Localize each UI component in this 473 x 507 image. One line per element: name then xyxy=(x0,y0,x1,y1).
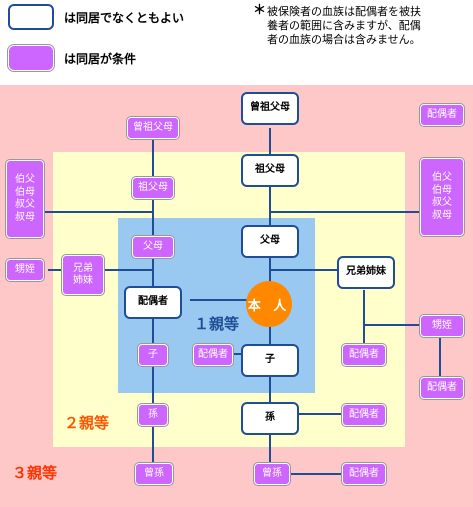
spouse-great-grandchild-node: 曾孫 xyxy=(134,462,174,486)
self-node: 本 人 xyxy=(246,281,292,327)
great-grandchild-spouse-node: 配偶者 xyxy=(341,462,387,486)
note-line-2: 養者の範囲に含みますが、配偶 xyxy=(267,19,421,32)
grandchild-spouse-node: 配偶者 xyxy=(341,403,387,427)
uncle-left-4: 叔母 xyxy=(15,211,35,223)
legend-purple-label: は同居が条件 xyxy=(64,52,137,66)
uncle-right-4: 叔母 xyxy=(432,209,452,221)
great-grandchild-node: 曾孫 xyxy=(253,462,291,486)
note-line-3: 者の血族の場合は含みません。 xyxy=(267,33,421,46)
spouse-child-node: 子 xyxy=(137,343,169,367)
third-degree-label: ３親等 xyxy=(12,464,58,482)
second-degree-label: ２親等 xyxy=(64,414,110,432)
spouse-siblings-line-2: 姉妹 xyxy=(73,275,93,286)
first-degree-label: １親等 xyxy=(194,315,240,333)
note-line-1: 被保険者の血族は配偶者を被扶 xyxy=(267,5,421,18)
nephews-right-node: 甥姪 xyxy=(419,314,465,338)
uncle-left-3: 叔父 xyxy=(15,199,35,210)
great-grandparents-node: 曾祖父母 xyxy=(241,92,299,125)
spouse-grandparents-node: 祖父母 xyxy=(131,176,175,200)
spouse-siblings-line-1: 兄弟 xyxy=(73,262,93,274)
spouse-grandchild-node: 孫 xyxy=(137,403,169,427)
grandparents-node: 祖父母 xyxy=(241,154,299,187)
child-node: 子 xyxy=(241,344,299,377)
nephews-left-node: 甥姪 xyxy=(5,258,45,282)
uncles-left-node: 伯父 伯母 叔父 叔母 xyxy=(5,159,45,239)
legend-white-swatch xyxy=(8,4,54,30)
note-mark: ＊ xyxy=(253,3,267,18)
sibling-spouse-node: 配偶者 xyxy=(341,343,387,367)
uncle-right-3: 叔父 xyxy=(432,197,452,208)
spouse-great-grandparents-node: 曾祖父母 xyxy=(126,116,180,140)
spouse-node: 配偶者 xyxy=(124,286,182,319)
nephew-spouse-node: 配偶者 xyxy=(419,376,465,400)
spouse-siblings-node: 兄弟 姉妹 xyxy=(61,254,105,296)
spouse-parents-node: 父母 xyxy=(131,235,175,259)
uncle-right-1: 伯父 xyxy=(432,172,452,183)
grandchild-node: 孫 xyxy=(241,402,299,435)
parents-node: 父母 xyxy=(241,225,299,258)
siblings-node: 兄弟姉妹 xyxy=(337,256,395,289)
legend-white-label: は同居でなくともよい xyxy=(64,11,185,25)
uncle-left-2: 伯母 xyxy=(15,186,35,198)
great-grandparents-spouse-right-node: 配偶者 xyxy=(419,103,465,127)
child-spouse-node: 配偶者 xyxy=(192,343,234,367)
uncle-right-2: 伯母 xyxy=(432,184,452,196)
uncles-right-node: 伯父 伯母 叔父 叔母 xyxy=(419,157,465,237)
legend-purple-swatch xyxy=(7,44,55,72)
uncle-left-1: 伯父 xyxy=(15,174,35,185)
